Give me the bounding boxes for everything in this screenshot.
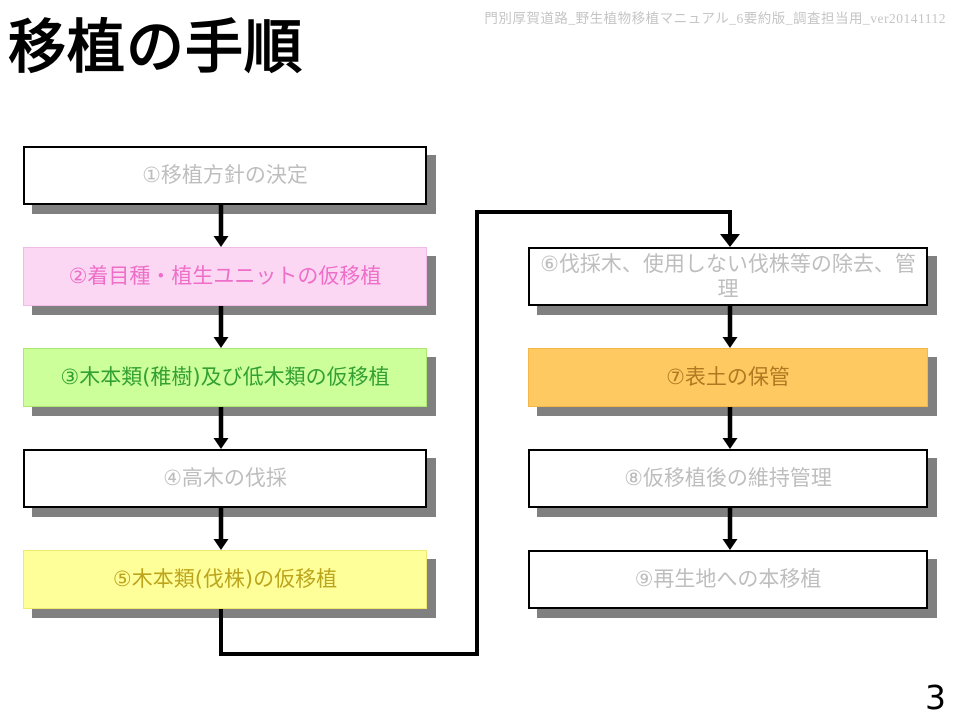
flow-step-5-label: ⑤木本類(伐株)の仮移植 — [112, 567, 338, 592]
flow-step-9: ⑨再生地への本移植 — [528, 550, 928, 609]
flow-step-5: ⑤木本類(伐株)の仮移植 — [23, 550, 427, 609]
page-number: 3 — [925, 678, 946, 717]
flow-step-1-label: ①移植方針の決定 — [142, 163, 308, 188]
flow-step-8-label: ⑧仮移植後の維持管理 — [624, 466, 832, 491]
flow-step-8: ⑧仮移植後の維持管理 — [528, 449, 928, 508]
flow-step-3: ③木本類(稚樹)及び低木類の仮移植 — [23, 348, 427, 407]
document-header-text: 門別厚賀道路_野生植物移植マニュアル_6要約版_調査担当用_ver2014111… — [484, 11, 946, 26]
flow-step-7-label: ⑦表土の保管 — [666, 365, 790, 390]
flow-step-4: ④高木の伐採 — [23, 449, 427, 508]
flow-step-2: ②着目種・植生ユニットの仮移植 — [23, 247, 427, 306]
flow-step-4-label: ④高木の伐採 — [163, 466, 287, 491]
flow-step-9-label: ⑨再生地への本移植 — [634, 567, 822, 592]
page-title: 移植の手順 — [8, 13, 304, 81]
flow-step-6-label: ⑥伐採木、使用しない伐株等の除去、管理 — [540, 252, 916, 301]
flow-step-6: ⑥伐採木、使用しない伐株等の除去、管理 — [528, 247, 928, 306]
flow-step-1: ①移植方針の決定 — [23, 146, 427, 205]
flow-step-7: ⑦表土の保管 — [528, 348, 928, 407]
flow-step-3-label: ③木本類(稚樹)及び低木類の仮移植 — [60, 365, 390, 390]
flow-step-2-label: ②着目種・植生ユニットの仮移植 — [68, 264, 382, 289]
